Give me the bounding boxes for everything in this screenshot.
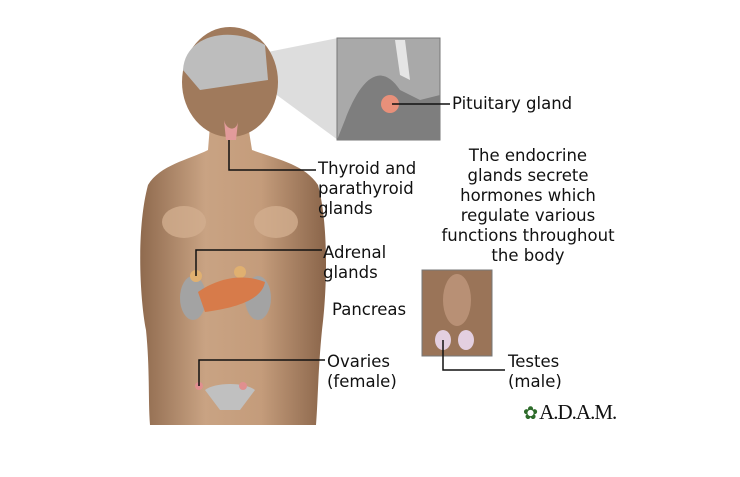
label-line: Ovaries [327,352,390,371]
leader-lines [195,103,505,386]
label-line: Testes [508,352,560,371]
label-pituitary: Pituitary gland [452,94,573,113]
description-text: The endocrine glands secrete hormones wh… [428,146,628,266]
testes-inset [421,269,493,357]
logo-text: A.D.A.M. [539,400,617,424]
label-line: parathyroid [318,179,414,198]
description-line: the body [491,246,565,265]
description-line: The endocrine [468,146,588,165]
label-line: Adrenal [323,243,387,262]
label-line: Thyroid and [318,159,417,178]
label-ovaries: Ovaries (female) [327,352,397,392]
female-body-figure [140,27,326,425]
pancreas-organ [198,277,265,312]
right-ovary [239,382,247,390]
label-pancreas: Pancreas [332,300,407,319]
label-line: glands [318,199,373,218]
thyroid-gland [224,120,238,140]
label-line: glands [323,263,378,282]
leaf-icon: ✿ [523,403,538,423]
description-line: hormones which [460,186,596,205]
label-line: (male) [508,372,562,391]
adam-logo: ✿A.D.A.M. [523,400,617,425]
label-line: (female) [327,372,397,391]
uterus [205,384,255,410]
pituitary-inset [336,37,441,141]
left-kidney [180,276,206,320]
description-line: glands secrete [467,166,589,185]
description-line: functions throughout [441,226,615,245]
label-adrenal: Adrenal glands [323,243,386,283]
description-line: regulate various [460,206,596,225]
label-testes: Testes (male) [508,352,562,392]
right-adrenal [234,266,246,278]
label-thyroid: Thyroid and parathyroid glands [318,159,416,219]
